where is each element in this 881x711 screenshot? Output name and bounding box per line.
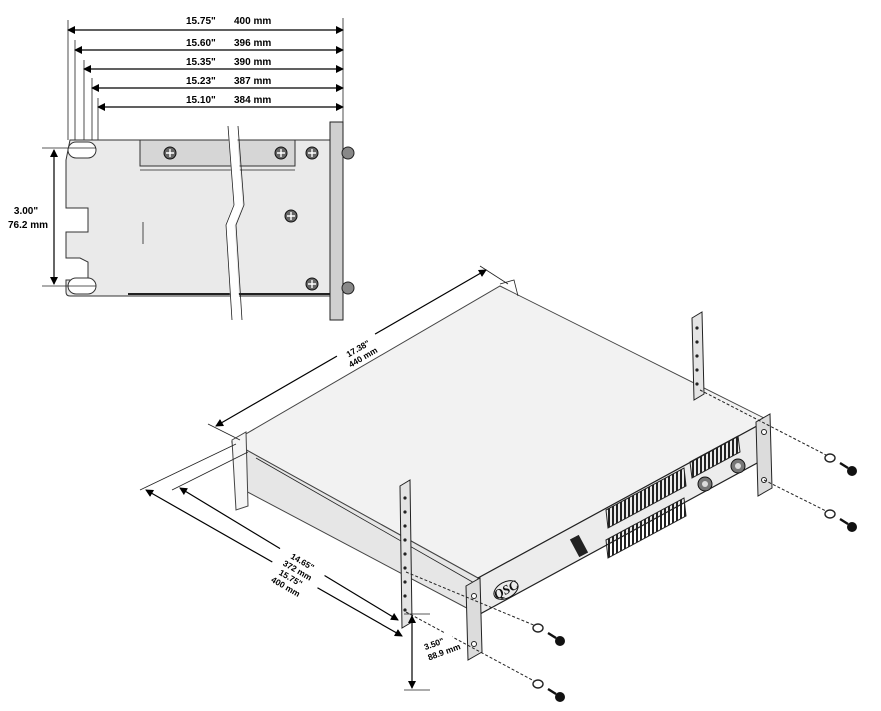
vent-grille-right (689, 435, 741, 479)
screw-icon (284, 209, 298, 223)
washer-icon (532, 679, 544, 689)
depth-label-2-in: 15.60" (186, 38, 216, 49)
height-dimension: 3.00" 76.2 mm (6, 147, 96, 287)
depth-dimension-lines (67, 18, 344, 140)
height-label-mm: 76.2 mm (8, 220, 48, 231)
depth-label-3-mm: 390 mm (234, 57, 271, 68)
chassis-side-panel (65, 121, 355, 321)
rack-rail-right (691, 311, 705, 401)
depth-label-3-in: 15.35" (186, 57, 216, 68)
screw-guide-lines (405, 389, 829, 683)
depth-label-1-mm: 400 mm (234, 16, 271, 27)
washer-icon (824, 453, 836, 463)
depth-label-1-in: 15.75" (186, 16, 216, 27)
depth-label-2-mm: 396 mm (234, 38, 271, 49)
depth-dimension-labels: 15.75" 400 mm 15.60" 396 mm 15.35" 390 m… (182, 13, 290, 106)
front-ear-right (755, 413, 773, 497)
screw-icon (305, 277, 319, 291)
screw-icon (547, 631, 565, 646)
screw-icon (547, 687, 565, 702)
gain-knob-2 (730, 458, 746, 474)
height-label-in: 3.00" (14, 206, 38, 217)
screw-icon (839, 517, 857, 532)
depth-label-5-mm: 384 mm (234, 95, 271, 106)
screw-icon (305, 146, 319, 160)
screw-icon (274, 146, 288, 160)
vent-grille-left-lower (605, 497, 687, 559)
front-ear-left (465, 577, 483, 661)
rack-rail-left (399, 479, 413, 629)
isometric-view: QSC (139, 265, 857, 702)
screw-icon (163, 146, 177, 160)
gain-knob-1 (697, 476, 713, 492)
vent-grille-left (605, 467, 687, 529)
power-switch (569, 534, 589, 558)
screw-icon (839, 461, 857, 476)
depth-label-4-in: 15.23" (186, 76, 216, 87)
washer-icon (824, 509, 836, 519)
chassis-top (230, 285, 770, 579)
washer-icon (532, 623, 544, 633)
depth-label-4-mm: 387 mm (234, 76, 271, 87)
depth-label-5-in: 15.10" (186, 95, 216, 106)
height-dimension-iso: 3.50" 88.9 mm (404, 613, 462, 691)
side-view: 15.75" 400 mm 15.60" 396 mm 15.35" 390 m… (6, 13, 355, 321)
